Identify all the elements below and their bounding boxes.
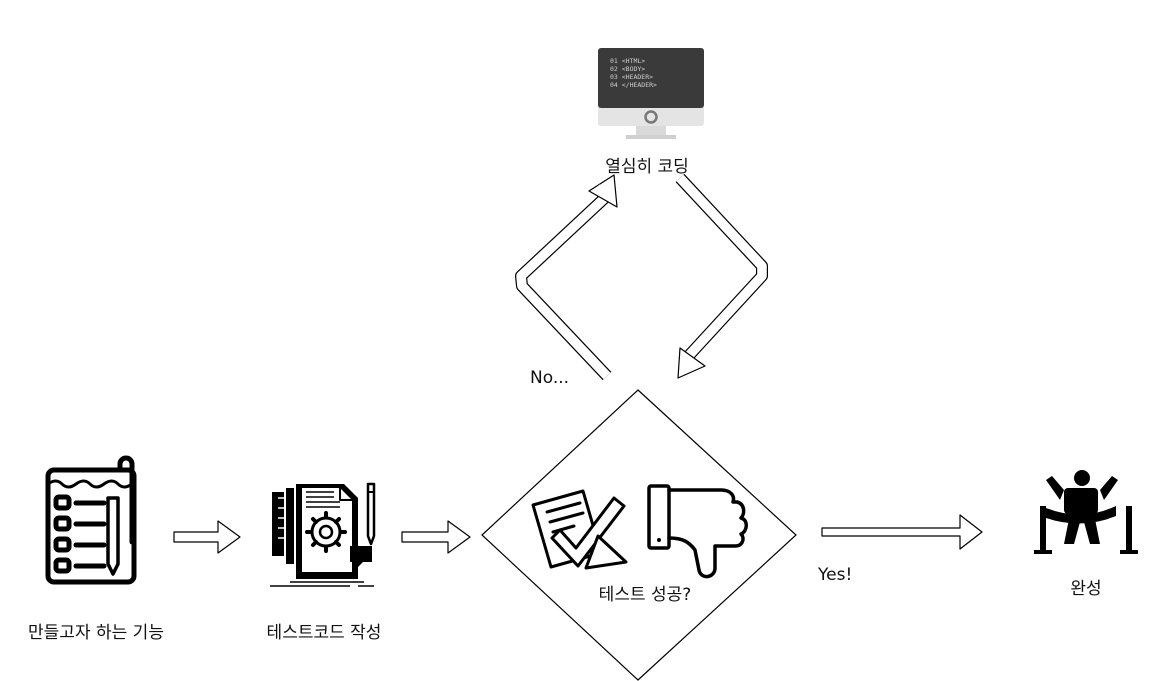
write-test-label: 테스트코드 작성 [266, 623, 382, 643]
code-line: 01 <HTML> [610, 57, 645, 65]
code-line: 04 </HEADER> [610, 81, 657, 89]
code-line: 02 <BODY> [610, 65, 645, 73]
coding-label: 열심히 코딩 [605, 157, 689, 177]
checklist-approved-icon [531, 489, 628, 570]
finish-line-runner-icon [1034, 470, 1138, 554]
arrow-yes-to-done [821, 514, 983, 550]
monitor-code-icon: 01 <HTML> 02 <BODY> 03 <HEADER> 04 </HEA… [598, 48, 704, 139]
done-label: 완성 [1070, 579, 1102, 599]
decision-diamond [481, 389, 797, 681]
no-edge-label: No... [530, 368, 570, 388]
arrow-feature-to-test [173, 520, 241, 554]
code-document-gear-icon [270, 482, 376, 587]
arrow-no-to-coding [515, 174, 618, 381]
arrow-test-to-decision [401, 520, 471, 554]
arrow-coding-to-decision [675, 173, 768, 379]
thumbs-down-icon [647, 484, 748, 579]
yes-edge-label: Yes! [818, 565, 853, 585]
decision-label: 테스트 성공? [598, 585, 692, 605]
code-line: 03 <HEADER> [610, 73, 653, 81]
checklist-notepad-icon [45, 455, 137, 585]
feature-label: 만들고자 하는 기능 [28, 623, 164, 643]
